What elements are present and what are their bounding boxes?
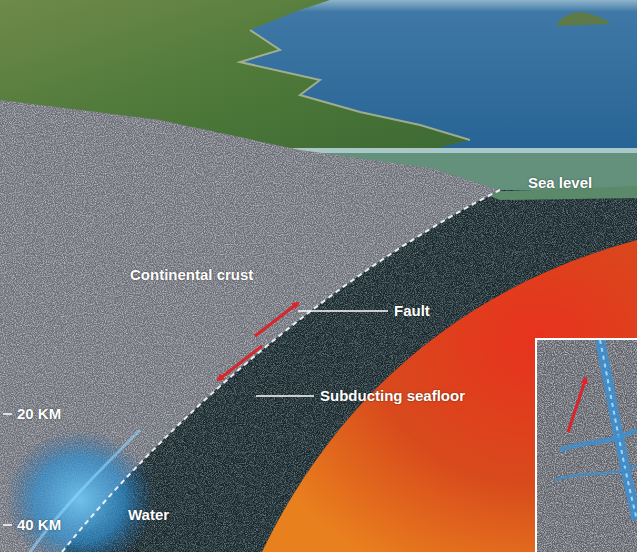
depth-label: 40 KM <box>17 516 61 534</box>
fault-label: Fault <box>394 302 430 320</box>
depth-label: 20 KM <box>17 405 61 423</box>
crust-label: Continental crust <box>130 266 253 284</box>
water-label: Water <box>128 506 169 524</box>
seafloor-label: Subducting seafloor <box>320 387 465 405</box>
sea-level-label: Sea level <box>528 174 592 192</box>
